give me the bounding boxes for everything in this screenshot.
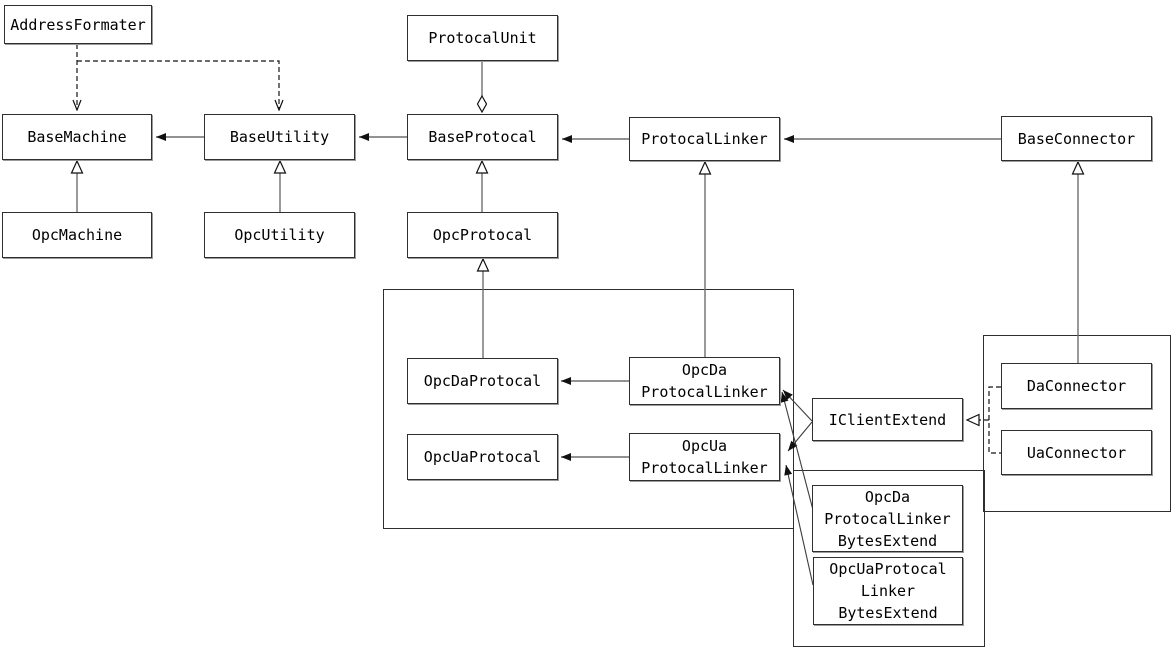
class-box-opc-da-protocal-linker: OpcDa ProtocalLinker xyxy=(629,357,780,405)
class-box-opc-utility: OpcUtility xyxy=(204,212,355,258)
class-box-base-utility: BaseUtility xyxy=(204,114,355,160)
class-box-protocal-linker: ProtocalLinker xyxy=(629,117,780,161)
class-box-opc-protocal: OpcProtocal xyxy=(407,212,558,258)
class-box-opc-ua-protocal-linker: OpcUa ProtocalLinker xyxy=(629,433,780,481)
class-box-opc-ua-protocal: OpcUaProtocal xyxy=(407,434,558,480)
class-box-base-protocal: BaseProtocal xyxy=(407,114,558,160)
edge-iclient-extend-to-opc-da-protocal-linker xyxy=(782,389,813,422)
class-box-opc-ua-protocal-linker-bytes-extend: OpcUaProtocal Linker BytesExtend xyxy=(813,557,963,625)
class-box-base-connector: BaseConnector xyxy=(1001,116,1152,161)
class-box-opc-da-protocal-linker-bytes-extend: OpcDa ProtocalLinker BytesExtend xyxy=(812,485,963,552)
opc-protocal-group-container xyxy=(383,289,794,529)
edge-opc-da-protocal-linker-bytes-extend-to-opc-da-protocal-linker xyxy=(780,391,814,511)
class-box-opc-machine: OpcMachine xyxy=(2,212,152,258)
class-box-protocal-unit: ProtocalUnit xyxy=(407,15,558,61)
class-box-address-formater: AddressFormater xyxy=(4,5,152,44)
class-box-iclient-extend: IClientExtend xyxy=(812,398,963,441)
class-box-ua-connector: UaConnector xyxy=(1001,430,1152,475)
connector-group-container xyxy=(983,335,1171,512)
class-box-da-connector: DaConnector xyxy=(1001,363,1152,409)
class-box-base-machine: BaseMachine xyxy=(2,114,152,160)
edge-address-formater-to-base-utility xyxy=(77,60,279,110)
bytes-extend-group-container xyxy=(793,470,985,647)
class-box-opc-da-protocal: OpcDaProtocal xyxy=(407,358,558,404)
edge-opc-ua-protocal-linker-bytes-extend-to-opc-ua-protocal-linker xyxy=(784,464,814,586)
edge-iclient-extend-to-opc-ua-protocal-linker xyxy=(787,421,813,452)
edge-da-connector-to-ua-connector xyxy=(988,386,1001,454)
